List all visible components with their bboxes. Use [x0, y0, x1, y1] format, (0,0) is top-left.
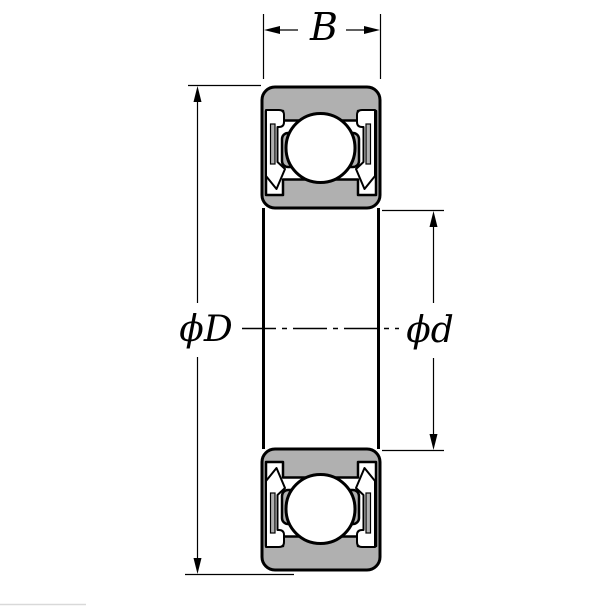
arrowhead-left-icon — [264, 26, 280, 34]
dimension-B: B — [262, 5, 382, 79]
dimension-label-phid: ϕd — [406, 310, 454, 351]
arrowhead-up-icon — [193, 86, 202, 102]
dimension-phiD: ϕD — [179, 84, 294, 576]
bearing-section-bottom — [262, 449, 380, 570]
dimension-label-phiD: ϕD — [179, 309, 233, 350]
arrowhead-down-icon — [429, 434, 438, 450]
dimension-label-B: B — [309, 5, 338, 49]
arrowhead-up-icon — [429, 211, 438, 227]
arrowhead-right-icon — [364, 26, 380, 34]
dimension-phid: ϕd — [382, 209, 454, 452]
arrowhead-down-icon — [193, 558, 202, 574]
bearing-section-top — [262, 87, 380, 208]
